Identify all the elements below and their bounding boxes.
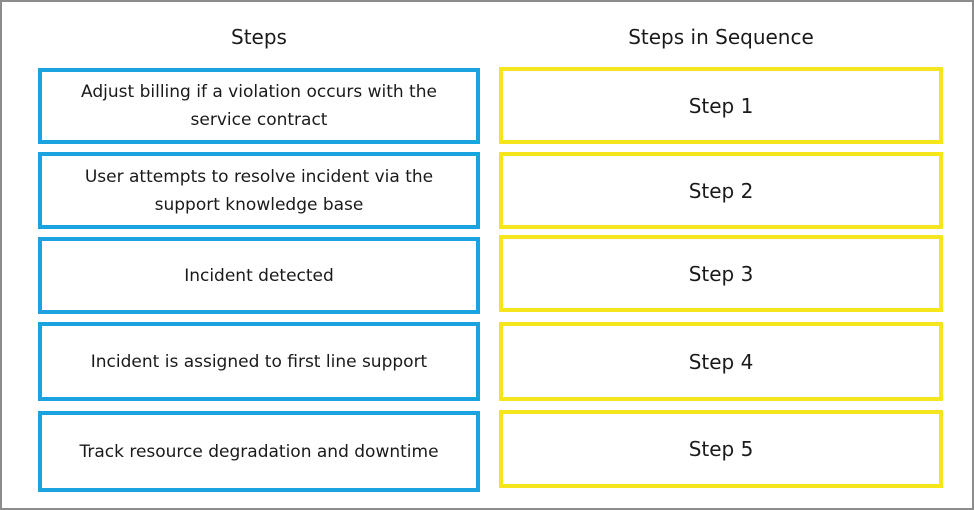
sequence-slot-5[interactable]: Step 5 (499, 410, 943, 488)
sequence-slot-2[interactable]: Step 2 (499, 152, 943, 229)
step-card-adjust-billing[interactable]: Adjust billing if a violation occurs wit… (38, 68, 480, 144)
step-card-label: Incident detected (184, 265, 334, 286)
step-card-track-degradation[interactable]: Track resource degradation and downtime (38, 411, 480, 492)
sequence-slot-label: Step 2 (688, 178, 754, 203)
step-card-user-resolve[interactable]: User attempts to resolve incident via th… (38, 152, 480, 229)
step-card-label: Incident is assigned to first line suppo… (90, 351, 428, 372)
sequence-slot-label: Step 1 (688, 93, 754, 118)
sequence-slot-1[interactable]: Step 1 (499, 67, 943, 144)
step-card-label: Track resource degradation and downtime (79, 441, 439, 462)
sequence-slot-4[interactable]: Step 4 (499, 322, 943, 401)
sequence-column-header: Steps in Sequence (628, 25, 814, 49)
step-card-first-line-support[interactable]: Incident is assigned to first line suppo… (38, 322, 480, 401)
sequence-slot-label: Step 3 (688, 261, 754, 286)
sequence-slot-3[interactable]: Step 3 (499, 235, 943, 312)
step-card-label: Adjust billing if a violation occurs wit… (81, 82, 437, 130)
sequence-slot-label: Step 4 (688, 349, 754, 374)
step-card-label: User attempts to resolve incident via th… (84, 166, 434, 215)
steps-column-header: Steps (231, 25, 287, 49)
step-card-incident-detected[interactable]: Incident detected (38, 237, 480, 314)
sequence-slot-label: Step 5 (688, 437, 754, 461)
